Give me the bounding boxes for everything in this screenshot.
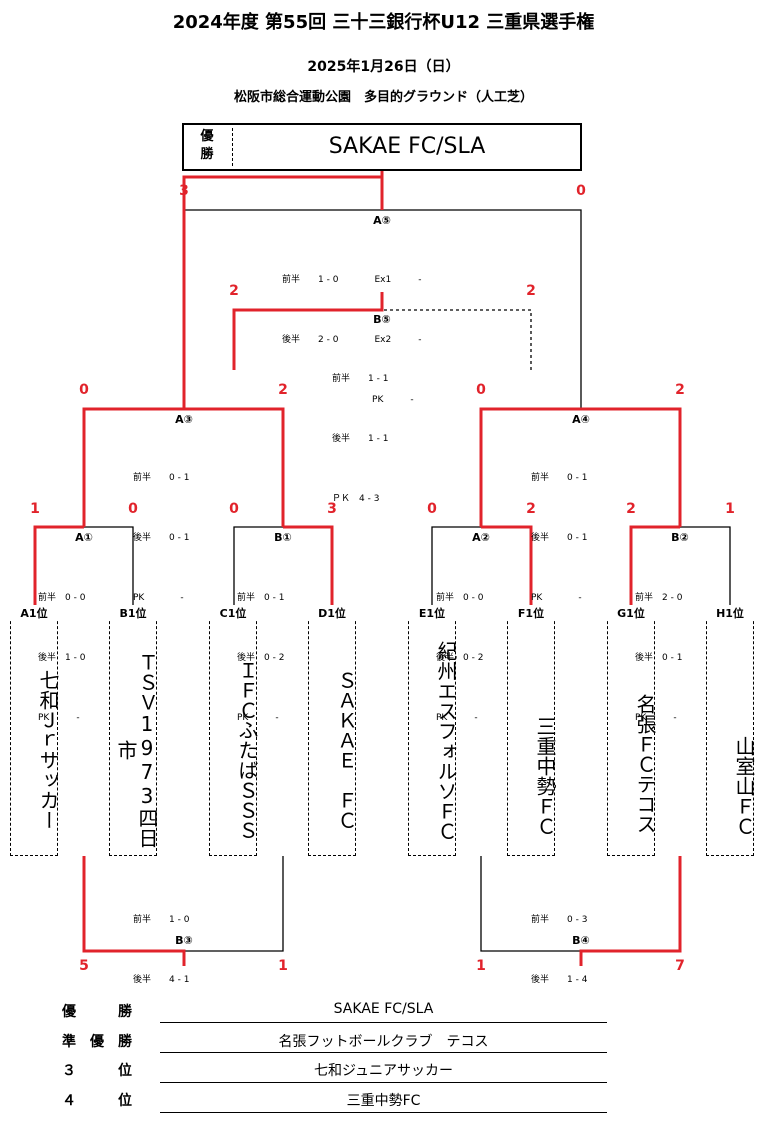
result-rank: 優 勝	[62, 1004, 132, 1020]
score-A3-right: 2	[278, 382, 288, 398]
match-details-B3: 前半 1 - 0 後半 4 - 1	[133, 915, 190, 985]
result-team: SAKAE FC/SLA	[333, 1001, 434, 1017]
team-name: 紀州エスフォルソＦＣ	[434, 641, 458, 841]
match-label-B3: B③	[175, 934, 193, 947]
result-divider	[160, 1112, 607, 1113]
score-B2-right: 1	[725, 501, 735, 517]
result-divider	[160, 1022, 607, 1023]
team-name: 山室山ＦＣ	[732, 736, 756, 836]
score-B2-left: 2	[626, 501, 636, 517]
team-seed: H1位	[705, 605, 755, 621]
match-label-A2: A②	[472, 531, 490, 544]
match-details-B1: 前半 0 - 1 後半 0 - 2 PK -	[237, 593, 285, 723]
match-label-B4: B④	[572, 934, 590, 947]
match-details-B2: 前半 2 - 0 後半 0 - 1 PK -	[635, 593, 683, 723]
result-team: 七和ジュニアサッカー	[313, 1063, 454, 1079]
match-label-A4: A④	[572, 413, 590, 426]
event-date: 2025年1月26日（日）	[307, 59, 460, 75]
match-label-A5: A⑤	[373, 214, 391, 227]
team-seed: A1位	[9, 605, 59, 621]
team-seed: E1位	[407, 605, 457, 621]
team-seed: D1位	[307, 605, 357, 621]
result-rank: ４ 位	[62, 1093, 132, 1109]
match-details-B5: 前半 1 - 1 後半 1 - 1 ＰＫ 4 - 3	[332, 374, 389, 504]
result-divider	[160, 1082, 607, 1083]
team-name: 七和Ｊｒサッカー	[36, 670, 60, 830]
team-name: ＩＦＣふたばＳＳＳ	[235, 660, 259, 840]
score-A2-right: 2	[526, 501, 536, 517]
score-A1-left: 1	[30, 501, 40, 517]
match-details-A4: 前半 0 - 1 後半 0 - 1 PK -	[531, 473, 588, 603]
score-B5-left: 2	[229, 283, 239, 299]
result-team: 三重中勢FC	[346, 1093, 421, 1109]
champion-box: 優勝 SAKAE FC/SLA	[182, 123, 582, 171]
score-A2-left: 0	[427, 501, 437, 517]
team-name: ＴＳＶ1973四日市	[114, 652, 159, 848]
match-label-B5: B⑤	[373, 313, 391, 326]
score-B1-left: 0	[229, 501, 239, 517]
score-A3-left: 0	[79, 382, 89, 398]
score-B4-left: 1	[476, 958, 486, 974]
match-details-B4: 前半 0 - 3 後半 1 - 4	[531, 915, 588, 985]
score-B4-right: 7	[675, 958, 685, 974]
team-name: 名張ＦＣテコス	[633, 694, 657, 834]
champion-name: SAKAE FC/SLA	[328, 134, 486, 159]
page-title: 2024年度 第55回 三十三銀行杯U12 三重県選手権	[172, 12, 595, 33]
score-A4-left: 0	[476, 382, 486, 398]
team-seed: F1位	[506, 605, 556, 621]
match-label-B2: B②	[671, 531, 689, 544]
score-A4-right: 2	[675, 382, 685, 398]
match-details-A3: 前半 0 - 1 後半 0 - 1 PK -	[133, 473, 190, 603]
result-rank: 準 優 勝	[62, 1034, 132, 1050]
score-B3-left: 5	[79, 958, 89, 974]
score-B1-right: 3	[327, 501, 337, 517]
score-A5-right: 0	[576, 183, 586, 199]
team-seed: B1位	[108, 605, 158, 621]
score-B5-right: 2	[526, 283, 536, 299]
team-name: 三重中勢ＦＣ	[533, 716, 557, 836]
result-rank: ３ 位	[62, 1063, 132, 1079]
match-details-A5: 前半 1 - 0 Ex1 - 後半 2 - 0 Ex2 - PK -	[282, 275, 422, 405]
event-venue: 松阪市総合運動公園 多目的グラウンド（人工芝）	[233, 90, 533, 105]
score-A1-right: 0	[128, 501, 138, 517]
champion-label: 優勝	[200, 129, 214, 162]
score-A5-left: 3	[179, 183, 189, 199]
score-B3-right: 1	[278, 958, 288, 974]
team-name: ＳＡＫＡＥ ＦＣ	[334, 670, 358, 830]
match-label-A1: A①	[75, 531, 93, 544]
team-seed: G1位	[606, 605, 656, 621]
result-divider	[160, 1052, 607, 1053]
winner-paths	[33, 171, 682, 966]
team-seed: C1位	[208, 605, 258, 621]
result-team: 名張フットボールクラブ テコス	[278, 1034, 489, 1050]
match-label-A3: A③	[175, 413, 193, 426]
match-label-B1: B①	[274, 531, 292, 544]
match-details-A2: 前半 0 - 0 後半 0 - 2 PK -	[436, 593, 484, 723]
match-details-A1: 前半 0 - 0 後半 1 - 0 PK -	[38, 593, 86, 723]
